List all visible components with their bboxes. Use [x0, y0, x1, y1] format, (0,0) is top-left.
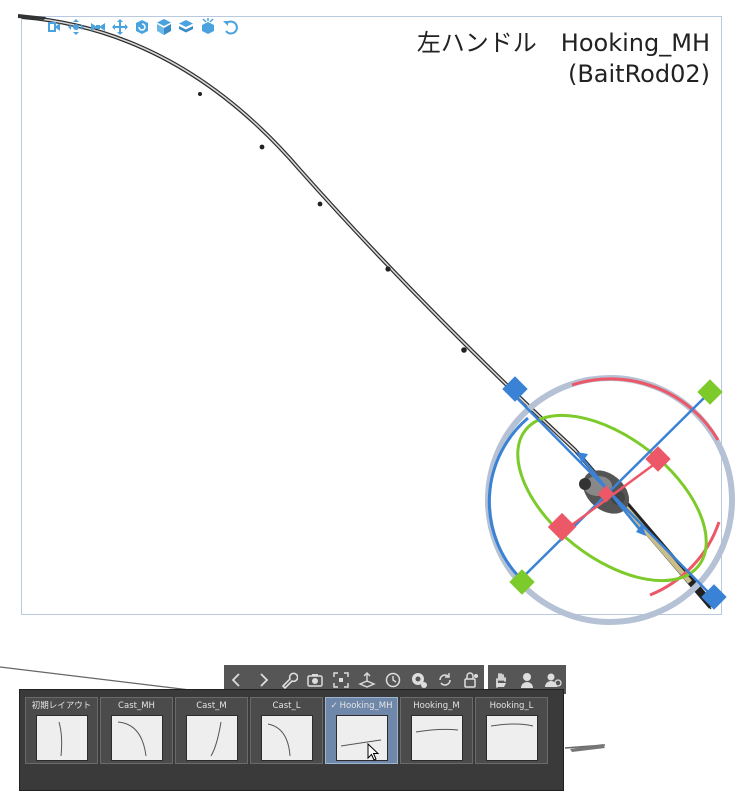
pose-preset-thumbnail — [486, 715, 538, 761]
object-rotate-3d-icon[interactable] — [154, 17, 174, 37]
pose-preset-item[interactable]: Hooking_M — [400, 697, 473, 764]
model-title-line2: (BaitRod02) — [567, 60, 710, 88]
pose-preset-item[interactable]: Cast_M — [175, 697, 248, 764]
object-rotate-icon[interactable] — [132, 17, 152, 37]
undo-icon[interactable] — [220, 17, 240, 37]
camera-rotate-icon[interactable] — [88, 17, 108, 37]
pose-preset-item[interactable]: ✓Hooking_MH — [325, 697, 398, 764]
rod-fragment-right — [570, 744, 605, 752]
pose-preset-label-text: Cast_L — [272, 701, 301, 711]
mouse-cursor-icon — [367, 742, 381, 761]
ground-icon[interactable] — [354, 665, 380, 694]
pose-preset-label-text: Hooking_L — [489, 701, 534, 711]
clock-icon[interactable] — [380, 665, 406, 694]
prev-arrow-icon[interactable] — [224, 665, 250, 694]
canvas-frame[interactable] — [21, 16, 722, 615]
pose-preset-label: Hooking_L — [476, 699, 547, 713]
pose-preset-label: Cast_M — [176, 699, 247, 713]
handle-red-top[interactable] — [645, 446, 671, 472]
pose-preset-label: Cast_MH — [101, 699, 172, 713]
model-title: 左ハンドル Hooking_MH (BaitRod02) — [417, 28, 710, 90]
pose-preset-label-text: Hooking_MH — [339, 701, 393, 711]
pose-preset-label-text: Cast_MH — [118, 701, 155, 711]
pose-preset-thumbnail — [36, 715, 88, 761]
cycle-icon[interactable] — [432, 665, 458, 694]
handle-blue-bottom[interactable] — [701, 584, 727, 610]
camera-move-icon[interactable] — [44, 17, 64, 37]
pose-preset-thumbnail — [111, 715, 163, 761]
handle-red-bottom[interactable] — [547, 512, 577, 542]
pose-hand-icon[interactable] — [488, 665, 514, 694]
pose-preset-label: 初期レイアウト — [26, 699, 97, 713]
wrench-icon[interactable] — [276, 665, 302, 694]
fit-frame-icon[interactable] — [328, 665, 354, 694]
pose-preset-item[interactable]: 初期レイアウト — [25, 697, 98, 764]
pose-preset-thumbnail — [186, 715, 238, 761]
model-toolbar — [44, 16, 240, 38]
pose-preset-item[interactable]: Cast_L — [250, 697, 323, 764]
pose-preset-label-text: 初期レイアウト — [31, 701, 92, 711]
camera-pan-icon[interactable] — [66, 17, 86, 37]
rod-line-right — [564, 744, 606, 749]
handle-green-bottom[interactable] — [509, 569, 535, 595]
check-icon: ✓ — [330, 701, 338, 711]
object-scale-icon[interactable] — [176, 17, 196, 37]
object-reset-icon[interactable] — [198, 17, 218, 37]
pose-preset-thumbnail — [261, 715, 313, 761]
object-move-icon[interactable] — [110, 17, 130, 37]
pose-preset-thumbnail — [411, 715, 463, 761]
pose-preset-label: Hooking_M — [401, 699, 472, 713]
handle-blue-top[interactable] — [502, 376, 528, 402]
pose-shoulder-icon[interactable] — [540, 665, 566, 694]
handle-green-top[interactable] — [697, 379, 723, 405]
pose-preset-label-text: Cast_M — [196, 701, 227, 711]
camera-icon[interactable] — [302, 665, 328, 694]
record-icon[interactable] — [406, 665, 432, 694]
pose-preset-item[interactable]: Hooking_L — [475, 697, 548, 764]
pose-preset-item[interactable]: Cast_MH — [100, 697, 173, 764]
pose-preset-thumbnail — [336, 715, 388, 761]
next-arrow-icon[interactable] — [250, 665, 276, 694]
lock-icon[interactable] — [458, 665, 484, 694]
pose-preset-label: ✓Hooking_MH — [326, 699, 397, 713]
pose-head-icon[interactable] — [514, 665, 540, 694]
pose-preset-label: Cast_L — [251, 699, 322, 713]
pose-preset-label-text: Hooking_M — [413, 701, 460, 711]
rod-line-left — [0, 666, 191, 691]
model-title-line1: 左ハンドル Hooking_MH — [416, 29, 710, 57]
